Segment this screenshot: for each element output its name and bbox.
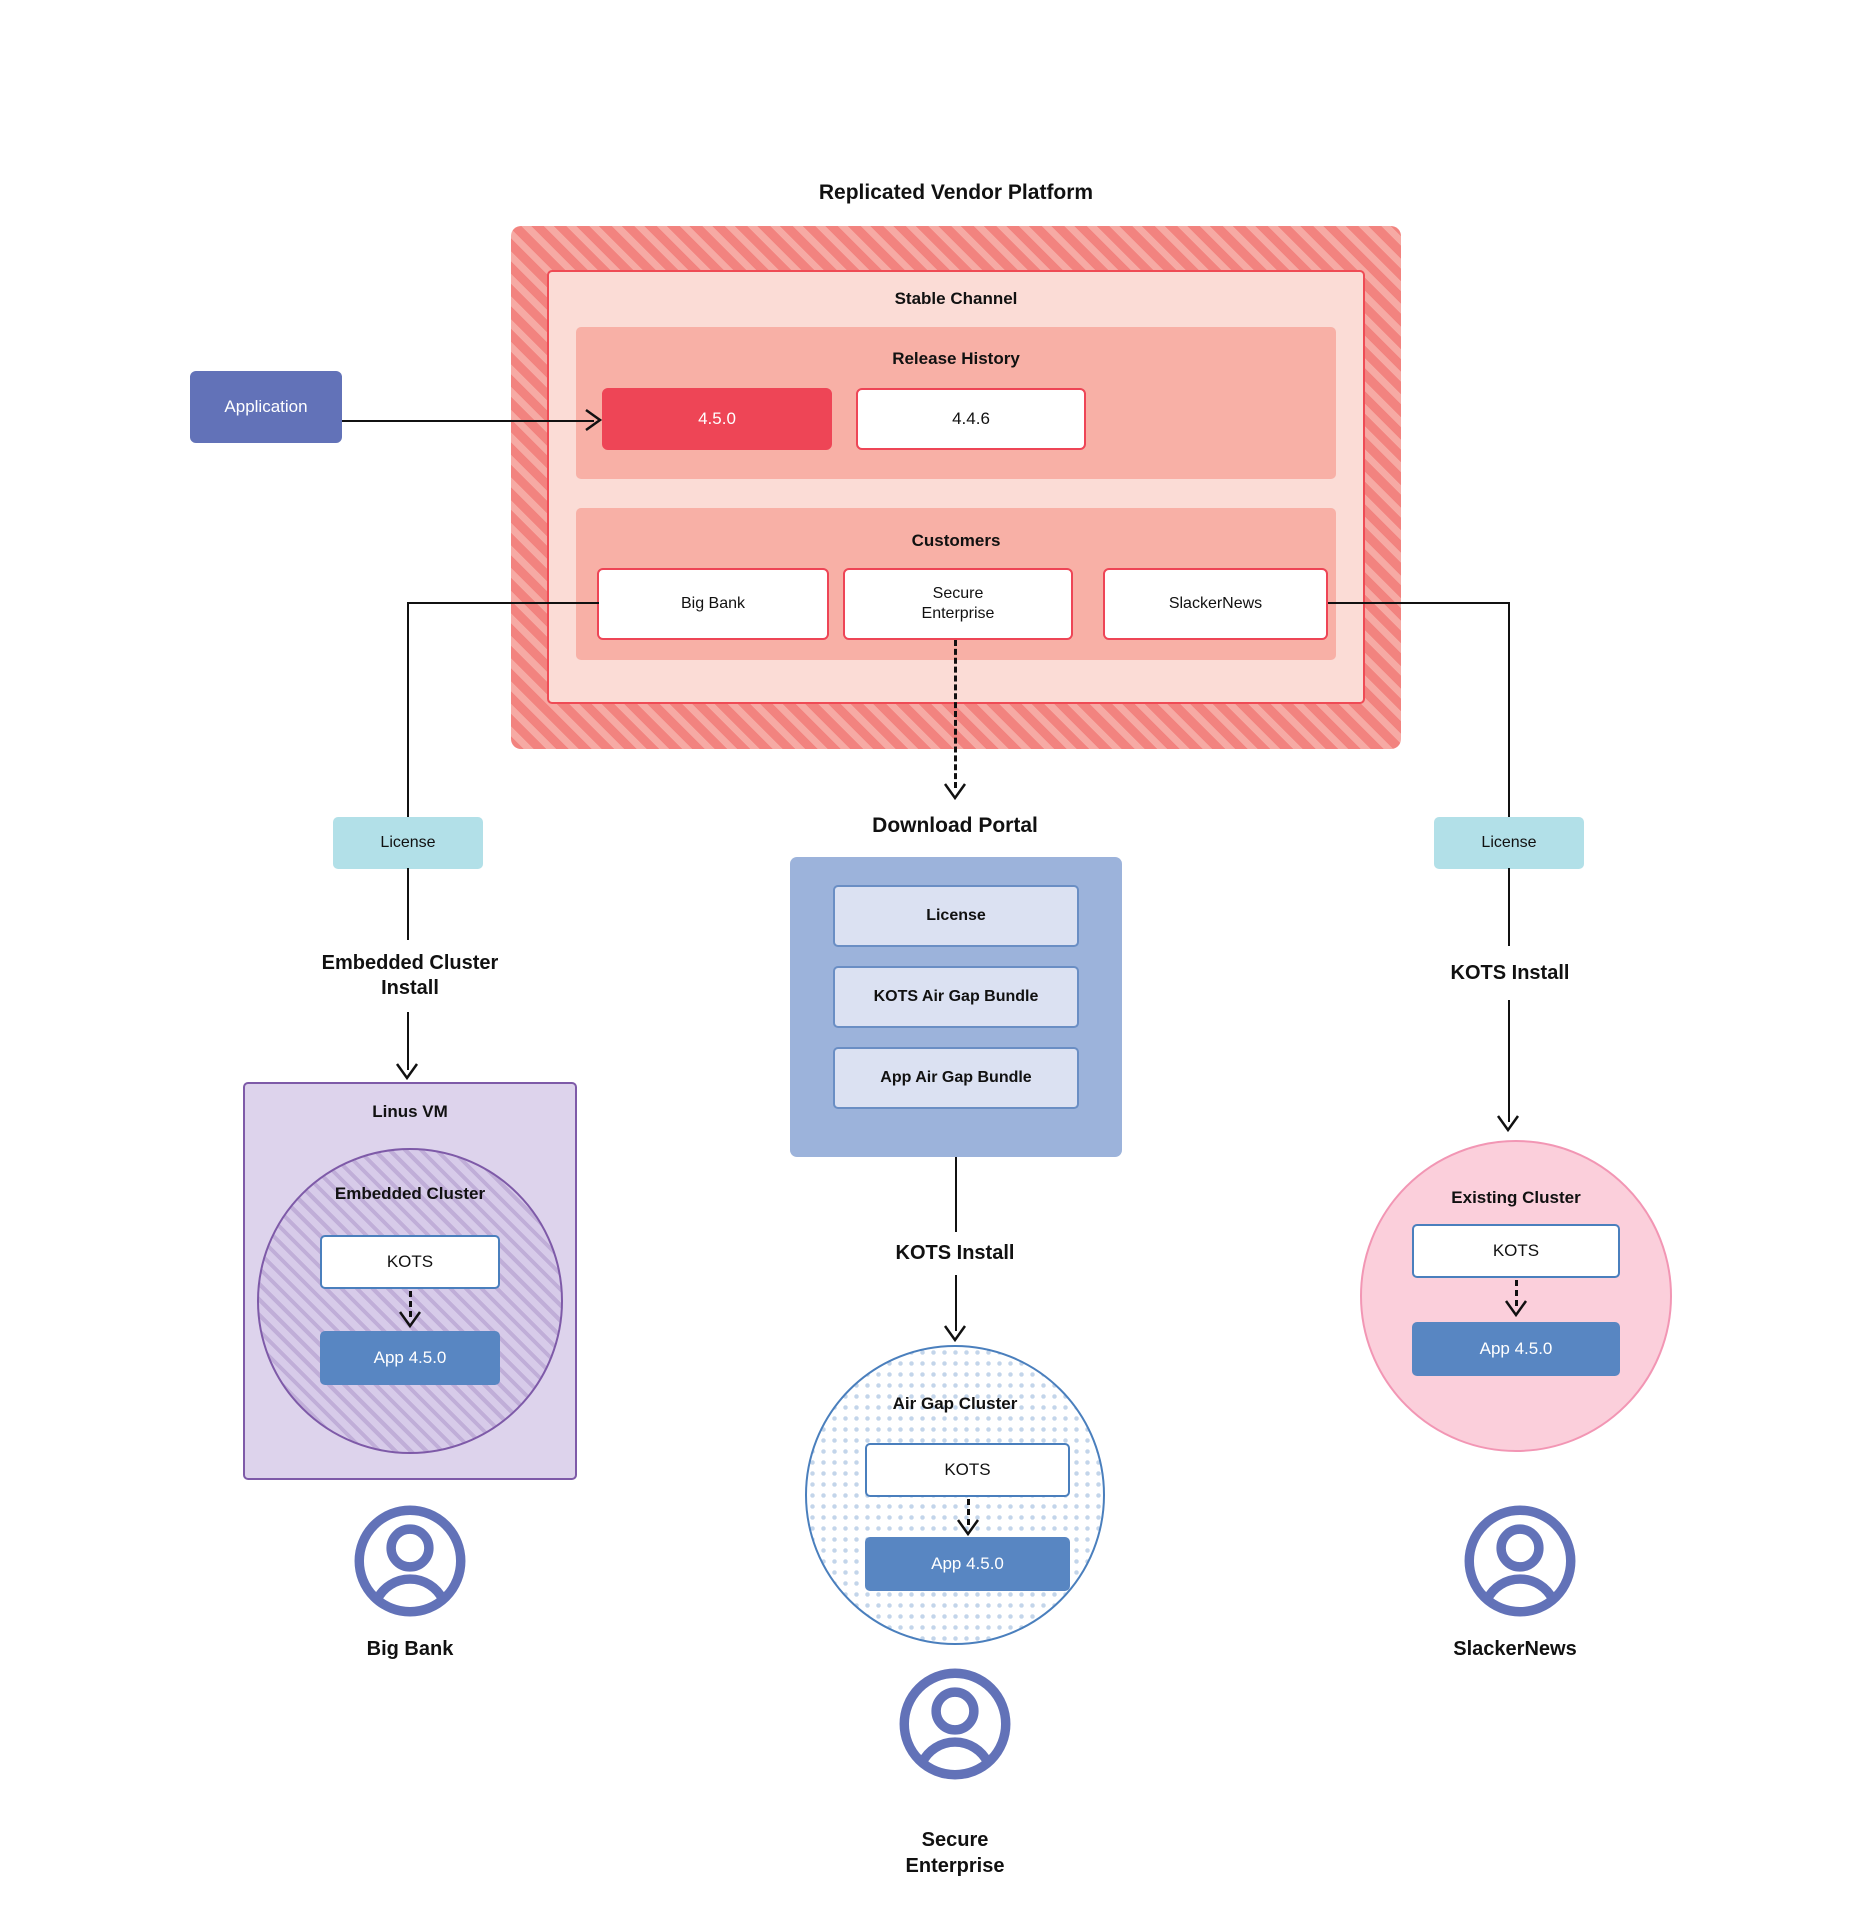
existing-cluster-circle (1360, 1140, 1672, 1452)
arrowhead-portal (943, 783, 967, 801)
arrowhead-kots-to-app-left (398, 1311, 422, 1329)
install-label-center: KOTS Install (895, 1241, 1015, 1264)
connector-slackernews-vertical (1508, 602, 1510, 819)
linux-vm-title: Linus VM (372, 1102, 448, 1121)
arrowhead-application-to-release (585, 408, 603, 432)
portal-item-kots-air-gap-bundle[interactable]: KOTS Air Gap Bundle (833, 966, 1079, 1028)
connector-install-left-down (407, 1012, 409, 1070)
customer-card-big-bank[interactable]: Big Bank (597, 568, 829, 640)
connector-application-to-release (342, 420, 594, 422)
existing-cluster-title: Existing Cluster (1451, 1188, 1581, 1207)
air-gap-cluster-title: Air Gap Cluster (892, 1394, 1018, 1413)
persona-big-bank (285, 1502, 535, 1622)
arrowhead-kots-to-app-right (1504, 1300, 1528, 1318)
embedded-cluster-title: Embedded Cluster (334, 1184, 486, 1203)
arrowhead-install-left (395, 1063, 419, 1081)
app-card-center[interactable]: App 4.5.0 (865, 1537, 1070, 1591)
app-card-right[interactable]: App 4.5.0 (1412, 1322, 1620, 1376)
portal-item-app-air-gap-bundle[interactable]: App Air Gap Bundle (833, 1047, 1079, 1109)
connector-bigbank-horizontal (407, 602, 599, 604)
connector-kots-to-app-left (409, 1291, 412, 1317)
arrowhead-kots-to-app-center (956, 1519, 980, 1537)
arrowhead-install-center (943, 1325, 967, 1343)
user-avatar-icon (1464, 1505, 1576, 1617)
connector-license-right-down (1508, 868, 1510, 946)
application-box[interactable]: Application (190, 371, 342, 443)
user-avatar-icon (899, 1668, 1011, 1780)
stable-channel-title: Stable Channel (894, 289, 1018, 308)
app-card-left[interactable]: App 4.5.0 (320, 1331, 500, 1385)
portal-item-license[interactable]: License (833, 885, 1079, 947)
connector-secure-enterprise-to-portal (954, 640, 957, 788)
user-avatar-icon (354, 1505, 466, 1617)
page-title: Replicated Vendor Platform (818, 180, 1094, 204)
connector-license-left-down (407, 868, 409, 940)
release-history-title: Release History (892, 349, 1020, 368)
connector-slackernews-horizontal (1328, 602, 1510, 604)
persona-slackernews (1455, 1502, 1585, 1622)
kots-card-right[interactable]: KOTS (1412, 1224, 1620, 1278)
connector-portal-down (955, 1157, 957, 1232)
connector-install-center-down (955, 1275, 957, 1331)
persona-secure-enterprise (890, 1665, 1020, 1785)
install-label-right: KOTS Install (1450, 961, 1570, 984)
license-chip-left[interactable]: License (333, 817, 483, 869)
connector-kots-to-app-right (1515, 1280, 1518, 1306)
release-card-previous[interactable]: 4.4.6 (856, 388, 1086, 450)
kots-card-center[interactable]: KOTS (865, 1443, 1070, 1497)
connector-kots-to-app-center (967, 1499, 970, 1525)
download-portal-title: Download Portal (872, 813, 1038, 837)
connector-install-right-down (1508, 1000, 1510, 1122)
customer-card-slackernews[interactable]: SlackerNews (1103, 568, 1328, 640)
persona-name-big-bank: Big Bank (366, 1638, 454, 1660)
release-card-current[interactable]: 4.5.0 (602, 388, 832, 450)
customers-title: Customers (911, 531, 1001, 550)
arrowhead-install-right (1496, 1115, 1520, 1133)
persona-name-slackernews: SlackerNews (1453, 1638, 1577, 1660)
connector-bigbank-vertical (407, 602, 409, 819)
kots-card-left[interactable]: KOTS (320, 1235, 500, 1289)
license-chip-right[interactable]: License (1434, 817, 1584, 869)
